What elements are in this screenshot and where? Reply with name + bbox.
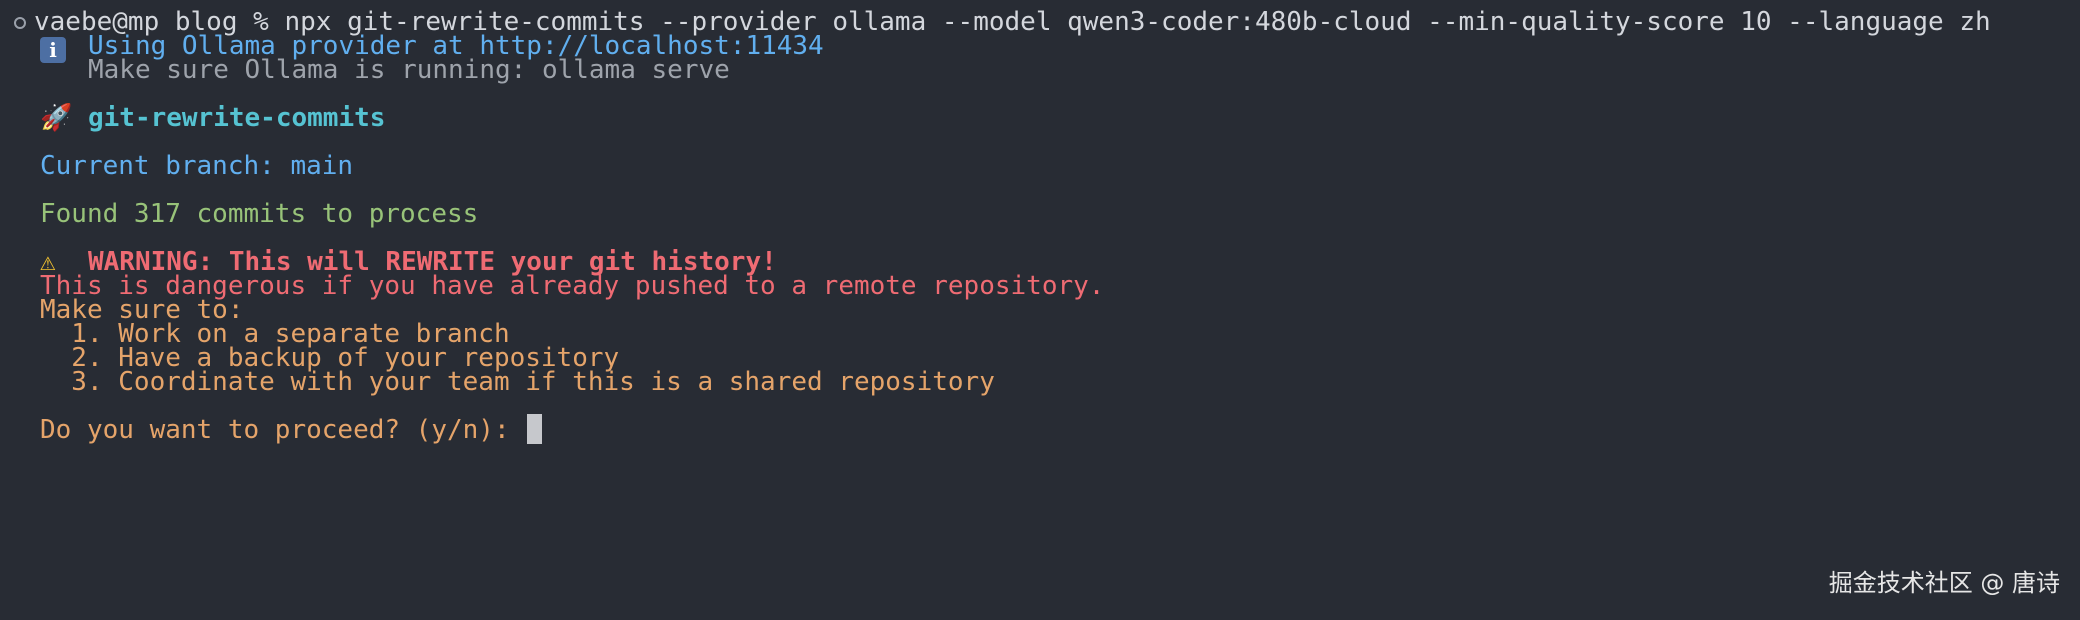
rocket-icon: 🚀: [40, 103, 73, 133]
hint-text: Make sure Ollama is running: ollama serv…: [88, 55, 730, 85]
information-icon: i: [40, 37, 66, 63]
make-sure-text: Make sure to:: [40, 295, 244, 325]
make-sure-line: Make sure to:: [40, 294, 244, 326]
list-item: 2. Have a backup of your repository: [40, 342, 619, 374]
step-text: 1. Work on a separate branch: [40, 319, 510, 349]
branch-text: Current branch: main: [40, 151, 354, 181]
hint-line: Make sure Ollama is running: ollama serv…: [88, 54, 730, 86]
danger-line: This is dangerous if you have already pu…: [40, 270, 1104, 302]
danger-text: This is dangerous if you have already pu…: [40, 271, 1105, 301]
list-item: 3. Coordinate with your team if this is …: [40, 366, 995, 398]
step-text: 3. Coordinate with your team if this is …: [40, 367, 995, 397]
app-title: git-rewrite-commits: [88, 103, 386, 133]
warning-text: WARNING: This will REWRITE your git hist…: [88, 247, 777, 277]
confirm-line: Do you want to proceed? (y/n):: [40, 414, 543, 446]
found-text: Found 317 commits to process: [40, 199, 479, 229]
warning-icon: ⚠: [40, 247, 56, 277]
provider-text: Using Ollama provider at http://localhos…: [88, 31, 824, 61]
confirm-prompt: Do you want to proceed? (y/n):: [40, 415, 526, 445]
found-line: Found 317 commits to process: [40, 198, 478, 230]
title-line: 🚀 git-rewrite-commits: [40, 102, 385, 134]
list-item: 1. Work on a separate branch: [40, 318, 510, 350]
text-cursor[interactable]: [527, 414, 543, 444]
warning-line: ⚠ WARNING: This will REWRITE your git his…: [40, 246, 777, 278]
prompt-marker-icon: [14, 17, 26, 29]
command-text: vaebe@mp blog % npx git-rewrite-commits …: [34, 7, 1991, 37]
watermark: 掘金技术社区 @ 唐诗: [1828, 569, 2060, 597]
step-text: 2. Have a backup of your repository: [40, 343, 620, 373]
command-line: vaebe@mp blog % npx git-rewrite-commits …: [14, 6, 1991, 38]
provider-line: i Using Ollama provider at http://localho…: [40, 30, 824, 63]
branch-line: Current branch: main: [40, 150, 353, 182]
